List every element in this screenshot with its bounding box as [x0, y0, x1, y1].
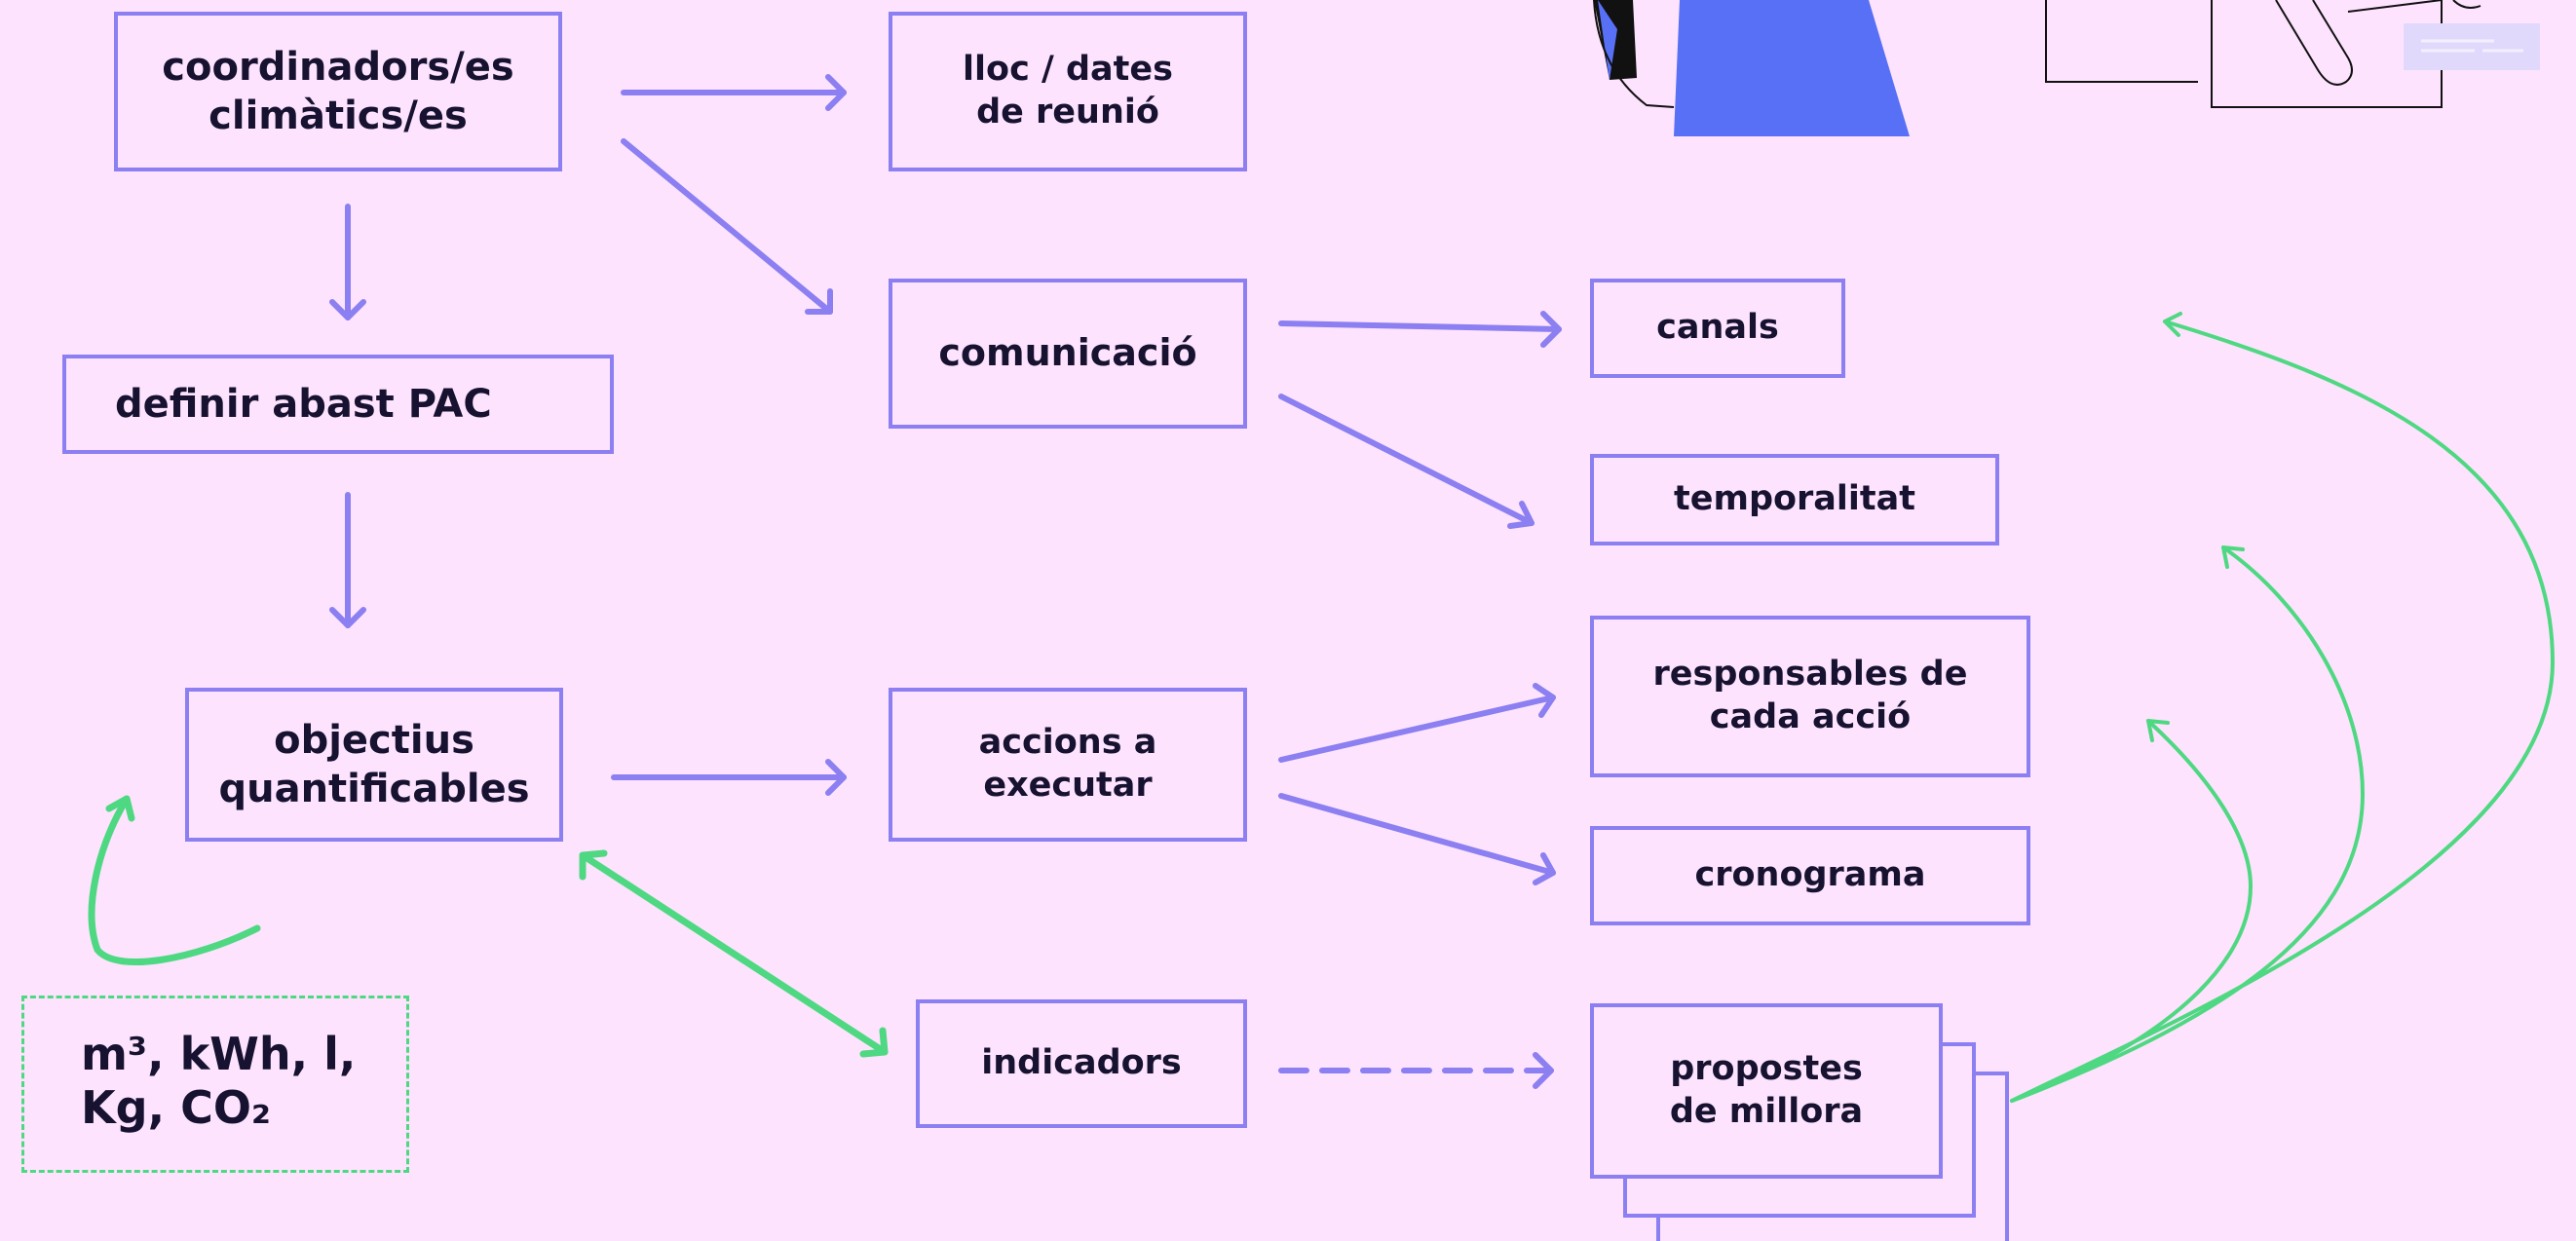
node-cronograma: cronograma: [1590, 826, 2030, 925]
arrow-indicadors-to-propostes-dashed: [1278, 1052, 1554, 1089]
node-coordinadors: coordinadors/es climàtics/es: [114, 12, 562, 171]
node-indicadors: indicadors: [916, 999, 1247, 1128]
node-comunicacio: comunicació: [889, 279, 1247, 429]
arrow-coordinadors-to-lloc: [621, 74, 847, 111]
arrow-coordinadors-to-definir: [329, 204, 366, 320]
node-temporalitat: temporalitat: [1590, 454, 1999, 545]
arrow-propostes-to-cronograma: [2010, 719, 2253, 1103]
arrow-accions-to-cronograma: [1278, 793, 1556, 885]
node-objectius: objectius quantificables: [185, 688, 563, 842]
node-propostes: propostes de millora: [1590, 1003, 1943, 1179]
arrow-objectius-indicadors-bidirectional: [579, 849, 889, 1058]
arrow-propostes-to-canals: [2010, 312, 2555, 1103]
arrow-accions-to-responsables: [1278, 683, 1556, 763]
node-canals: canals: [1590, 279, 1845, 378]
arrow-propostes-to-responsables: [2010, 545, 2365, 1103]
arrow-comunicacio-to-temporalitat: [1278, 394, 1534, 529]
units-note: m³, kWh, l, Kg, CO₂: [21, 996, 409, 1173]
node-accions: accions a executar: [889, 688, 1247, 842]
arrow-comunicacio-to-canals: [1278, 311, 1562, 348]
arrow-units-to-objectius: [88, 795, 261, 966]
illustration-decoration: [1593, 0, 2540, 136]
node-responsables: responsables de cada acció: [1590, 616, 2030, 777]
node-definir-abast: definir abast PAC: [62, 355, 614, 454]
node-lloc-dates: lloc / dates de reunió: [889, 12, 1247, 171]
arrow-definir-to-objectius: [329, 492, 366, 628]
arrow-coordinadors-to-comunicacio: [621, 138, 833, 315]
arrow-objectius-to-accions: [611, 759, 847, 796]
